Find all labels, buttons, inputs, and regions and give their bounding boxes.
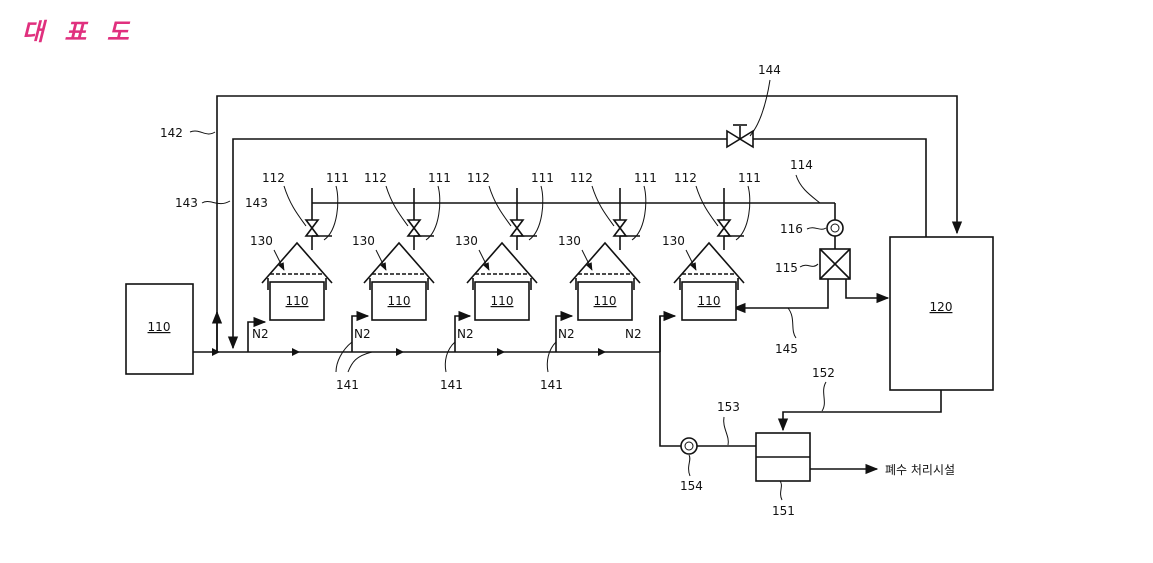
label-151: 151: [772, 504, 795, 518]
leader-151: [780, 481, 782, 500]
valve-112-4: [614, 220, 626, 236]
label-130-3: 130: [455, 234, 478, 248]
flow-arrow-4: [598, 348, 606, 356]
label-111-4: 111: [634, 171, 657, 185]
leader-111-1: [324, 186, 338, 240]
label-114: 114: [790, 158, 813, 172]
outlet-label: 폐수 처리시설: [885, 463, 955, 477]
tank-unit-2: 110 112 111 130: [352, 171, 451, 320]
leader-153: [724, 417, 729, 445]
tank-unit-1: 110 112 111 130: [250, 171, 349, 320]
label-141-3: 141: [540, 378, 563, 392]
tank-110-label-5: 110: [698, 294, 721, 308]
tank-unit-4: 110 112 111 130: [558, 171, 657, 320]
leader-112-4: [592, 186, 614, 226]
label-115: 115: [775, 261, 798, 275]
leader-141-1b: [348, 352, 372, 372]
pump-154-icon: [681, 438, 697, 454]
pump-116-icon: [827, 220, 843, 236]
label-112-2: 112: [364, 171, 387, 185]
valve-112-1: [306, 220, 318, 236]
label-141-2: 141: [440, 378, 463, 392]
leader-116: [807, 228, 826, 230]
label-n2-2: N2: [354, 327, 371, 341]
label-111-1: 111: [326, 171, 349, 185]
label-130-1: 130: [250, 234, 273, 248]
leader-111-4: [632, 186, 646, 240]
branch-n2-5: [660, 316, 675, 352]
main-tank-label: 120: [930, 300, 953, 314]
leader-112-5: [696, 186, 718, 226]
valve-112-2: [408, 220, 420, 236]
tank-110-label-4: 110: [594, 294, 617, 308]
leader-111-3: [529, 186, 543, 240]
tank-unit-3: 110 112 111 130: [455, 171, 554, 320]
label-145: 145: [775, 342, 798, 356]
tank-110-label-2: 110: [388, 294, 411, 308]
leader-143: [202, 201, 230, 204]
label-n2-4: N2: [558, 327, 575, 341]
line-153-b: [660, 316, 681, 446]
label-143-a: 143: [175, 196, 198, 210]
label-130-2: 130: [352, 234, 375, 248]
label-n2-3: N2: [457, 327, 474, 341]
label-112-4: 112: [570, 171, 593, 185]
leader-114: [796, 175, 820, 203]
label-n2-1: N2: [252, 327, 269, 341]
flow-arrow-source: [212, 348, 220, 356]
tank-unit-5: 110 112 111 130: [662, 171, 761, 320]
valve-112-5: [718, 220, 730, 236]
label-152: 152: [812, 366, 835, 380]
label-154: 154: [680, 479, 703, 493]
label-n2-5: N2: [625, 327, 642, 341]
leader-112-3: [489, 186, 511, 226]
label-111-3: 111: [531, 171, 554, 185]
valve-144: [727, 125, 753, 147]
label-144: 144: [758, 63, 781, 77]
flow-arrow-2: [396, 348, 404, 356]
label-142: 142: [160, 126, 183, 140]
label-112-5: 112: [674, 171, 697, 185]
leader-142: [190, 131, 215, 134]
line-filter-to-tank: [846, 279, 888, 298]
label-130-4: 130: [558, 234, 581, 248]
tank-110-label-3: 110: [491, 294, 514, 308]
line-152: [783, 390, 941, 430]
label-112-3: 112: [467, 171, 490, 185]
source-tank-label: 110: [148, 320, 171, 334]
flow-arrow-3: [497, 348, 505, 356]
label-112-1: 112: [262, 171, 285, 185]
label-111-2: 111: [428, 171, 451, 185]
line-145: [734, 279, 828, 308]
leader-115: [800, 264, 818, 267]
label-143-b: 143: [245, 196, 268, 210]
label-111-5: 111: [738, 171, 761, 185]
leader-112-2: [386, 186, 408, 226]
leader-112-1: [284, 186, 306, 226]
leader-144: [750, 80, 770, 136]
label-116: 116: [780, 222, 803, 236]
leader-154: [689, 455, 690, 476]
leader-141-3: [547, 342, 556, 372]
leader-111-2: [426, 186, 440, 240]
label-141-1: 141: [336, 378, 359, 392]
label-153: 153: [717, 400, 740, 414]
leader-152: [822, 382, 826, 411]
valve-112-3: [511, 220, 523, 236]
label-130-5: 130: [662, 234, 685, 248]
leader-145: [788, 308, 796, 338]
leader-111-5: [736, 186, 750, 240]
tank-110-label-1: 110: [286, 294, 309, 308]
flow-arrow-1: [292, 348, 300, 356]
leader-141-2: [445, 342, 455, 372]
